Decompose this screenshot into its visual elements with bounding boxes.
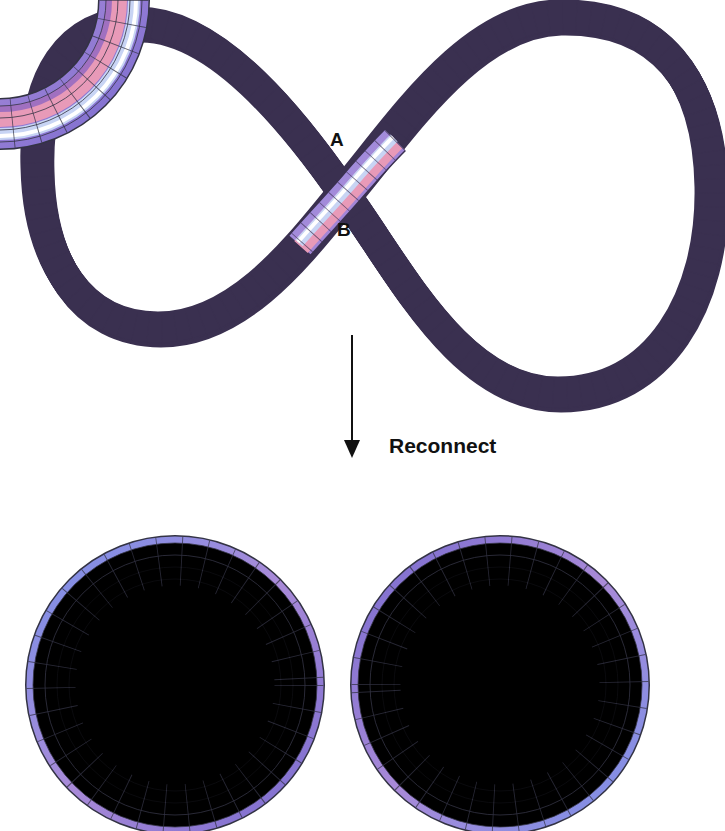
torus-pair bbox=[0, 0, 142, 142]
torus bbox=[0, 0, 142, 142]
step-label: Reconnect bbox=[387, 434, 498, 457]
point-label: B bbox=[337, 220, 351, 239]
figure-eight-tube bbox=[36, 15, 713, 397]
point-label: A bbox=[330, 130, 344, 149]
reconnect-arrow bbox=[351, 335, 353, 450]
